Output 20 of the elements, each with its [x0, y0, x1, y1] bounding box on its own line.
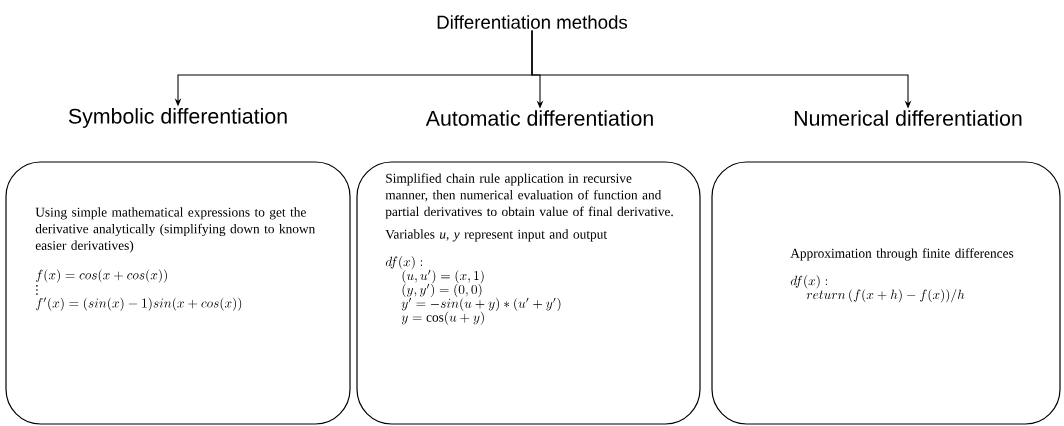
formula: $y' = -sin(u + y) * (u' + y')$: [401, 297, 561, 312]
heading-text: Automatic differentiation: [425, 110, 653, 126]
dot: .: [36, 285, 38, 287]
formula: $df(x):$: [790, 275, 828, 289]
formula: $f(x) = cos(x + cos(x))$: [36, 269, 167, 283]
formula: $y = \cos(u + y)$: [401, 311, 484, 325]
formula: $df(x):$: [385, 256, 423, 270]
formula: $(y, y') = (0, 0)$: [402, 283, 482, 298]
title-text: Differentiation methods: [437, 15, 628, 29]
formula: $f'(x) = (sin(x) - 1) sin(x + cos(x))$: [36, 297, 242, 311]
formula: $return\,(f(x + h) - f(x))/h$: [806, 288, 965, 303]
dot: .: [36, 293, 38, 295]
heading-text: Numerical differentiation: [794, 110, 1022, 126]
description-text: Variables u, y represent input and output: [385, 229, 607, 242]
description-text: Using simple mathematical expressions to get the derivative analytically (simplifying down to known easier derivatives): [35, 207, 316, 253]
dot: .: [36, 289, 38, 291]
heading-text: Symbolic differentiation: [68, 108, 287, 128]
description-text: Simplified chain rule application in recursive manner, then numerical evaluation of function and partial derivatives to obtain value of final derivative.: [385, 173, 673, 219]
formula: $(u, u') = (x, 1)$: [402, 269, 484, 284]
description-text: Approximation through finite differences: [790, 248, 1014, 261]
